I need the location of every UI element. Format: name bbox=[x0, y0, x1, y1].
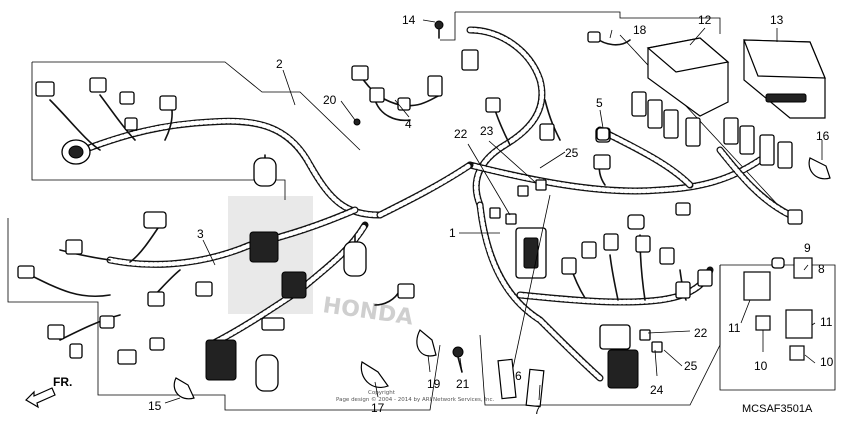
callout-2: 2 bbox=[276, 57, 283, 71]
callout-25a: 25 bbox=[565, 146, 579, 160]
callout-15: 15 bbox=[148, 399, 162, 413]
callout-16: 16 bbox=[816, 129, 830, 143]
callout-23: 23 bbox=[480, 124, 494, 138]
callout-18: 18 bbox=[633, 23, 647, 37]
callout-21: 21 bbox=[456, 377, 470, 391]
left-connectors bbox=[17, 77, 415, 400]
callout-22a: 22 bbox=[454, 127, 468, 141]
control-units bbox=[646, 37, 826, 119]
callout-11b: 11 bbox=[820, 315, 833, 329]
callout-10b: 10 bbox=[820, 355, 834, 369]
callout-10a: 10 bbox=[754, 359, 768, 373]
copyright-line-2: Page design © 2004 - 2014 by ARI Network… bbox=[336, 396, 495, 403]
drawing-code: MCSAF3501A bbox=[742, 403, 813, 415]
callout-5: 5 bbox=[596, 96, 603, 110]
right-connectors bbox=[461, 49, 803, 389]
callout-17: 17 bbox=[371, 401, 385, 415]
honda-watermark: HONDA bbox=[228, 196, 415, 331]
fr-label: FR. bbox=[53, 375, 72, 389]
callout-25b: 25 bbox=[684, 359, 698, 373]
callout-19: 19 bbox=[427, 377, 441, 391]
callout-labels: 1 2 3 4 5 6 7 8 9 10 10 11 11 12 13 14 1… bbox=[148, 13, 834, 417]
callout-1: 1 bbox=[449, 226, 456, 240]
callout-8: 8 bbox=[818, 262, 825, 276]
watermark-text: HONDA bbox=[321, 293, 414, 330]
callout-7: 7 bbox=[534, 403, 541, 417]
group-outlines bbox=[7, 11, 836, 411]
callout-13: 13 bbox=[770, 13, 784, 27]
callout-4: 4 bbox=[405, 117, 412, 131]
callout-6: 6 bbox=[515, 369, 522, 383]
copyright-line-1: Copyright bbox=[368, 390, 396, 396]
leader-lines bbox=[164, 19, 823, 404]
callout-11a: 11 bbox=[728, 321, 741, 335]
callout-14: 14 bbox=[402, 13, 416, 27]
callout-20: 20 bbox=[323, 93, 337, 107]
callout-12: 12 bbox=[698, 13, 712, 27]
callout-22b: 22 bbox=[694, 326, 708, 340]
callout-9: 9 bbox=[804, 241, 811, 255]
misc-parts bbox=[416, 31, 831, 408]
callout-3: 3 bbox=[197, 227, 204, 241]
front-direction-arrow: FR. bbox=[25, 375, 72, 409]
copyright-notice: Copyright Page design © 2004 - 2014 by A… bbox=[336, 390, 495, 403]
upper-sub-harness bbox=[351, 20, 444, 126]
callout-24: 24 bbox=[650, 383, 664, 397]
